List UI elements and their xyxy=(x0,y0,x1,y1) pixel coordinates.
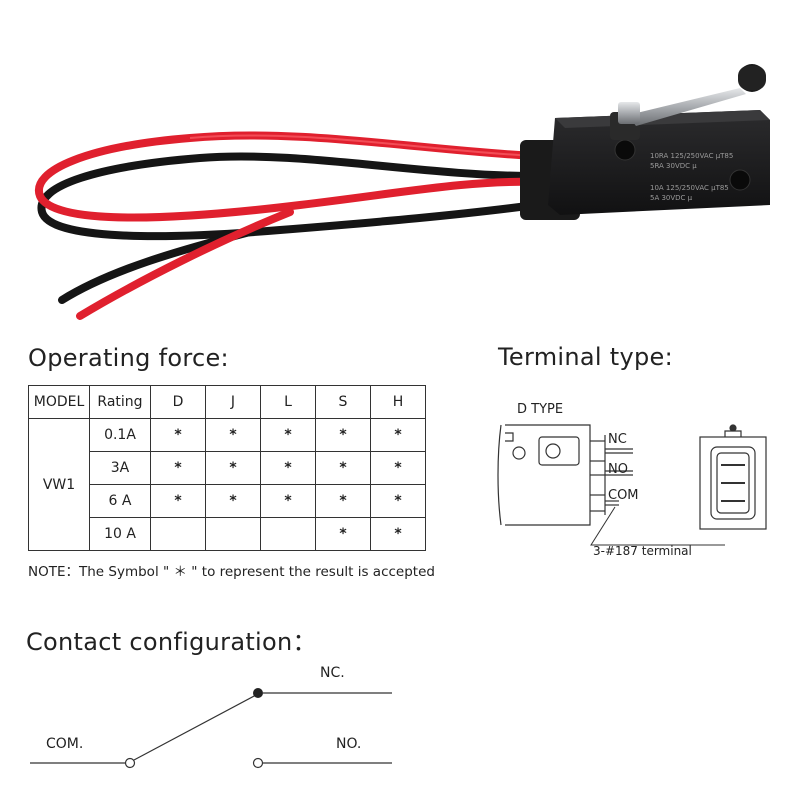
no-terminal-label: NO xyxy=(608,462,628,477)
table-row: 6 A * * * * * xyxy=(29,484,426,518)
operating-force-table: MODEL Rating D J L S H VW1 0.1A * * * * … xyxy=(28,385,426,551)
table-cell: * xyxy=(370,451,426,485)
table-cell xyxy=(205,517,261,551)
table-cell: * xyxy=(150,484,206,518)
svg-text:5RA 30VDC μ: 5RA 30VDC μ xyxy=(650,162,697,170)
table-cell: * xyxy=(205,451,261,485)
table-note: NOTE：The Symbol " ＊ " to represent the r… xyxy=(28,564,435,580)
contact-schematic: NC. NO. COM. xyxy=(30,665,392,769)
table-cell: * xyxy=(315,418,371,452)
nc-label: NC. xyxy=(320,665,345,681)
roller-lever xyxy=(618,64,766,126)
com-label: COM. xyxy=(46,736,83,752)
rating-cell: 10 A xyxy=(89,517,151,551)
red-wire-lead xyxy=(76,208,294,320)
col-header: D xyxy=(150,385,206,419)
switch-front-outline xyxy=(699,424,767,530)
table-cell: * xyxy=(150,451,206,485)
rating-cell: 0.1A xyxy=(89,418,151,452)
rating-cell: 3A xyxy=(89,451,151,485)
terminal-diagram: D TYPE NC NO COM 3-#187 terminal xyxy=(497,402,767,558)
svg-text:5A 30VDC μ: 5A 30VDC μ xyxy=(650,194,693,202)
product-photo: 10RA 125/250VAC μT85 5RA 30VDC μ 10A 125… xyxy=(34,64,770,320)
d-type-label: D TYPE xyxy=(517,402,563,417)
com-terminal-label: COM xyxy=(608,488,639,503)
table-row: VW1 0.1A * * * * * xyxy=(28,418,426,551)
col-header: J xyxy=(205,385,261,419)
com-node xyxy=(124,757,136,769)
table-row: 10 A * * xyxy=(29,517,426,551)
table-cell xyxy=(150,517,206,551)
col-header: MODEL xyxy=(28,385,90,419)
table-cell: * xyxy=(370,418,426,452)
table-cell: * xyxy=(370,517,426,551)
nc-terminal-label: NC xyxy=(608,432,627,447)
table-cell: * xyxy=(260,484,316,518)
nc-node xyxy=(253,688,263,698)
callout-leader xyxy=(590,506,725,546)
table-cell: * xyxy=(260,451,316,485)
table-cell: * xyxy=(370,484,426,518)
terminal-callout: 3-#187 terminal xyxy=(593,544,692,558)
table-cell: * xyxy=(205,484,261,518)
svg-text:10RA 125/250VAC μT85: 10RA 125/250VAC μT85 xyxy=(650,152,733,160)
switch-body: 10RA 125/250VAC μT85 5RA 30VDC μ 10A 125… xyxy=(548,110,770,215)
terminal-tabs xyxy=(604,435,633,515)
table-cell: * xyxy=(315,484,371,518)
table-cell: * xyxy=(260,418,316,452)
switch-side-outline xyxy=(497,424,605,526)
switch-arm xyxy=(133,694,257,761)
col-header: Rating xyxy=(89,385,151,419)
contact-configuration-heading: Contact configuration： xyxy=(26,628,317,656)
operating-force-heading: Operating force: xyxy=(28,344,229,372)
no-label: NO. xyxy=(336,736,361,752)
table-cell: * xyxy=(150,418,206,452)
terminal-type-heading: Terminal type: xyxy=(498,343,673,371)
table-cell xyxy=(260,517,316,551)
table-cell: * xyxy=(205,418,261,452)
table-header-row: MODEL Rating D J L S H xyxy=(28,385,426,419)
svg-text:10A 125/250VAC μT85: 10A 125/250VAC μT85 xyxy=(650,184,729,192)
black-wire xyxy=(37,152,539,241)
col-header: S xyxy=(315,385,371,419)
table-cell: * xyxy=(315,451,371,485)
model-cell: VW1 xyxy=(28,418,90,551)
rating-cell: 6 A xyxy=(89,484,151,518)
col-header: L xyxy=(260,385,316,419)
table-cell: * xyxy=(315,517,371,551)
col-header: H xyxy=(370,385,426,419)
no-node xyxy=(252,757,264,769)
